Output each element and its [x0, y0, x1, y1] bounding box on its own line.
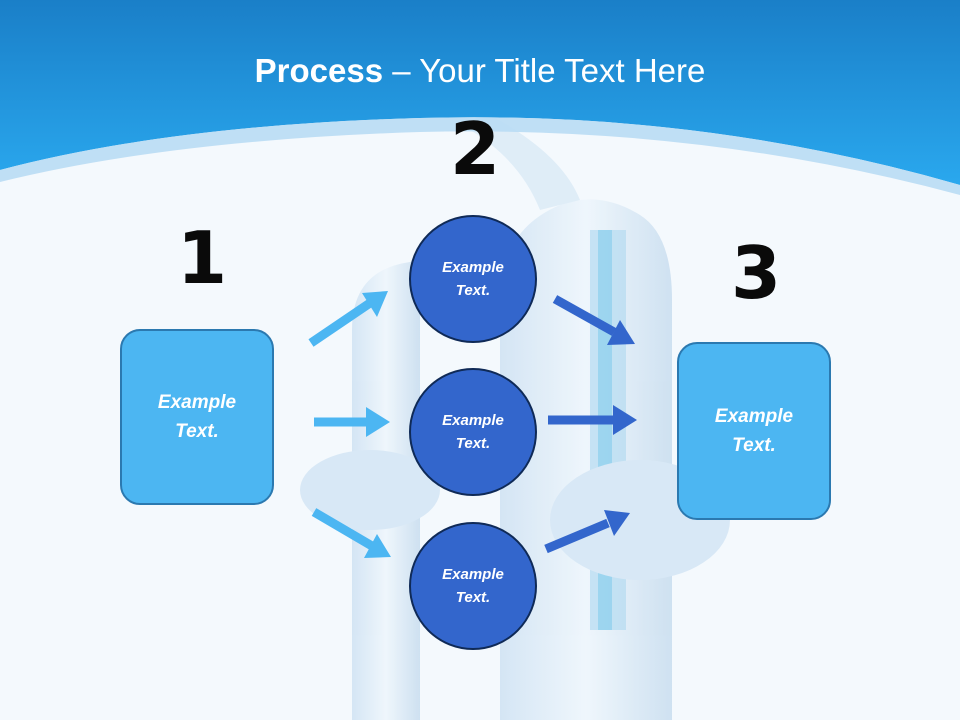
circle-middle: Example Text.: [409, 368, 537, 496]
left-step-box: Example Text.: [120, 329, 274, 505]
step-3-number: 3: [731, 231, 782, 315]
title-bold: Process: [254, 52, 384, 89]
right-step-box: Example Text.: [677, 342, 831, 520]
step-1-number: 1: [177, 216, 228, 300]
slide-title: Process – Your Title Text Here: [0, 52, 960, 90]
circle-top: Example Text.: [409, 215, 537, 343]
step-2-number: 2: [450, 107, 501, 191]
title-rest: – Your Title Text Here: [383, 52, 706, 89]
circle-bottom: Example Text.: [409, 522, 537, 650]
